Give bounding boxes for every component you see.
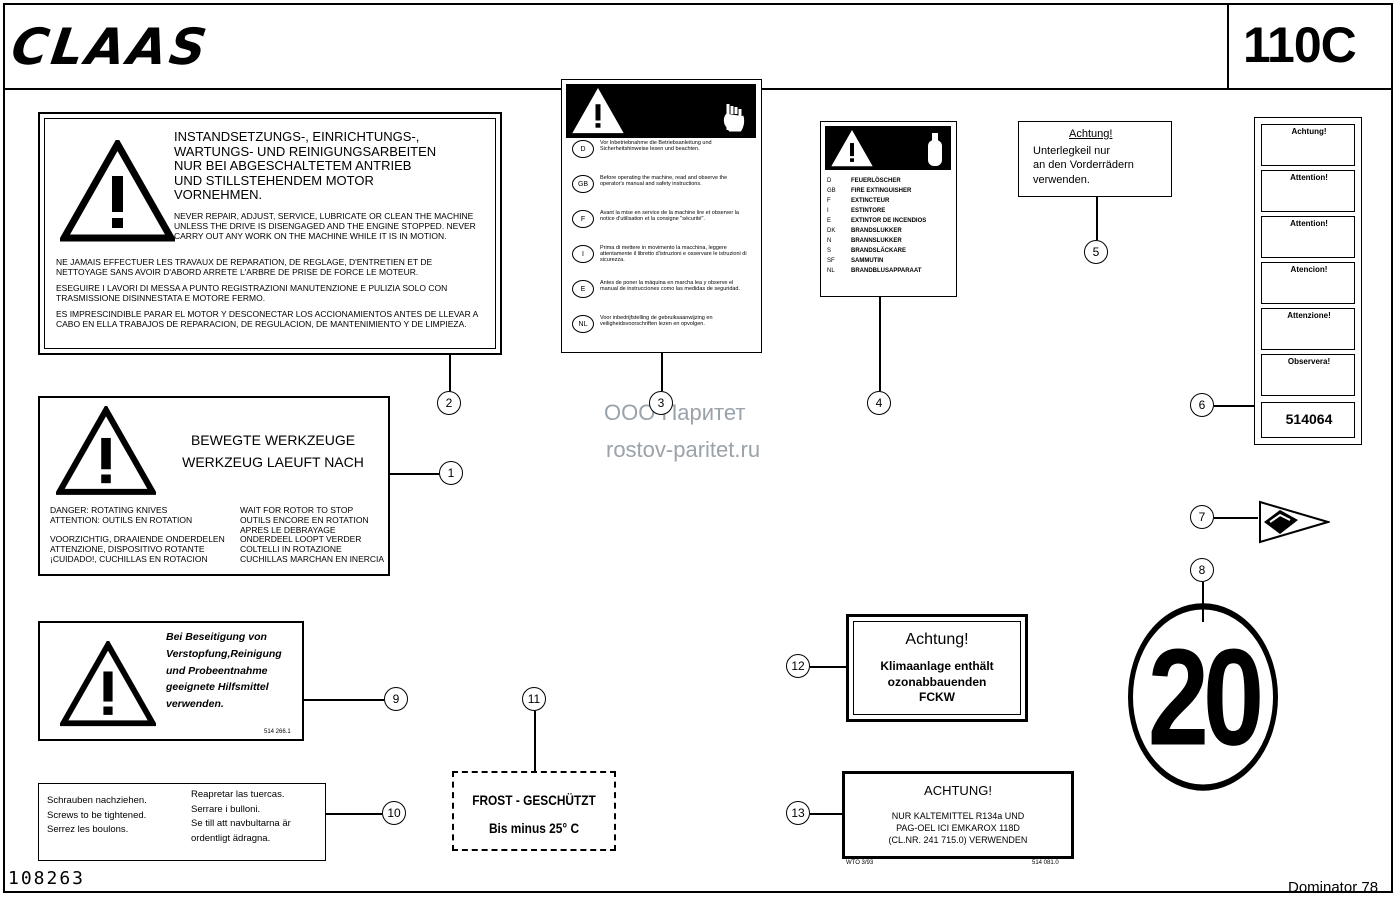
decal-10-tighten-screws: Schrauben nachziehen.Screws to be tighte… [38, 783, 326, 861]
callout-10: 10 [382, 801, 406, 825]
callout-5: 5 [1084, 240, 1108, 264]
decal-7-direction-arrow [1259, 500, 1330, 544]
decal-2-text-es: ES IMPRESCINDIBLE PARAR EL MOTOR Y DESCO… [56, 309, 478, 329]
callout-2: 2 [437, 391, 461, 415]
document-number: 108263 [8, 868, 86, 889]
callout-6: 6 [1190, 393, 1214, 417]
decal-10-right-text: Reapretar las tuercas.Serrare i bulloni.… [191, 789, 291, 845]
callout-1: 1 [439, 461, 463, 485]
decal-10-left-text: Schrauben nachziehen.Screws to be tighte… [47, 795, 147, 836]
drawing-frame [3, 3, 1393, 893]
decal-2-text-fr: NE JAMAIS EFFECTUER LES TRAVAUX DE REPAR… [56, 257, 433, 277]
warning-triangle-icon [572, 88, 624, 134]
callout-8: 8 [1190, 558, 1214, 582]
decal-3-read-manual: D Vor Inbetriebnahme die Betriebsanleitu… [561, 79, 762, 353]
warning-triangle-icon [831, 130, 873, 167]
decal-12-title: Achtung! [905, 631, 969, 648]
callout-4: 4 [867, 391, 891, 415]
decal-2-text-it: ESEGUIRE I LAVORI DI MESSA A PUNTO REGIS… [56, 283, 448, 303]
callout-11: 11 [522, 687, 546, 711]
model-number: 110C [1243, 17, 1357, 73]
decal-2-maintenance-warning: INSTANDSETZUNGS-, EINRICHTUNGS-,WARTUNGS… [38, 112, 502, 355]
decal-2-heading: INSTANDSETZUNGS-, EINRICHTUNGS-,WARTUNGS… [174, 129, 437, 203]
brand-logo: CLAAS [7, 18, 214, 76]
decal-5-title: Achtung! [1069, 128, 1113, 140]
decal-11-line-2: Bis minus 25° C [488, 820, 580, 836]
decal-6-multilingual-warning-strip: Achtung! Attention! Attention! Atencion!… [1254, 117, 1362, 445]
warning-triangle-icon [56, 406, 156, 495]
callout-9: 9 [384, 687, 408, 711]
warning-triangle-icon [60, 140, 175, 242]
decal-2-text-en: NEVER REPAIR, ADJUST, SERVICE, LUBRICATE… [174, 211, 476, 241]
callout-13: 13 [786, 801, 810, 825]
watermark-line-2: rostov-paritet.ru [606, 437, 761, 462]
warning-triangle-icon [60, 641, 156, 727]
decal-13-code-left: WTO 3/93 [846, 860, 874, 866]
decal-9-code: 514 266.1 [264, 729, 291, 735]
header-vertical-divider [1227, 3, 1229, 89]
footer-model: Dominator 78 [1288, 879, 1379, 896]
decal-11-frost-protected: FROST - GESCHÜTZT Bis minus 25° C [452, 771, 616, 851]
decal-8-speed-limit-sign: 20 [1128, 603, 1278, 791]
decal-13-code-right: 514 081.0 [1032, 860, 1059, 866]
fire-extinguisher-icon [928, 133, 942, 166]
decal-13-title: ACHTUNG! [924, 783, 992, 798]
callout-7: 7 [1190, 505, 1214, 529]
watermark-line-1: ООО Паритет [604, 400, 746, 425]
hand-icon [723, 104, 745, 132]
callout-12: 12 [786, 654, 810, 678]
decal-11-line-1: FROST - GESCHÜTZT [472, 792, 596, 808]
callout-3: 3 [649, 391, 673, 415]
